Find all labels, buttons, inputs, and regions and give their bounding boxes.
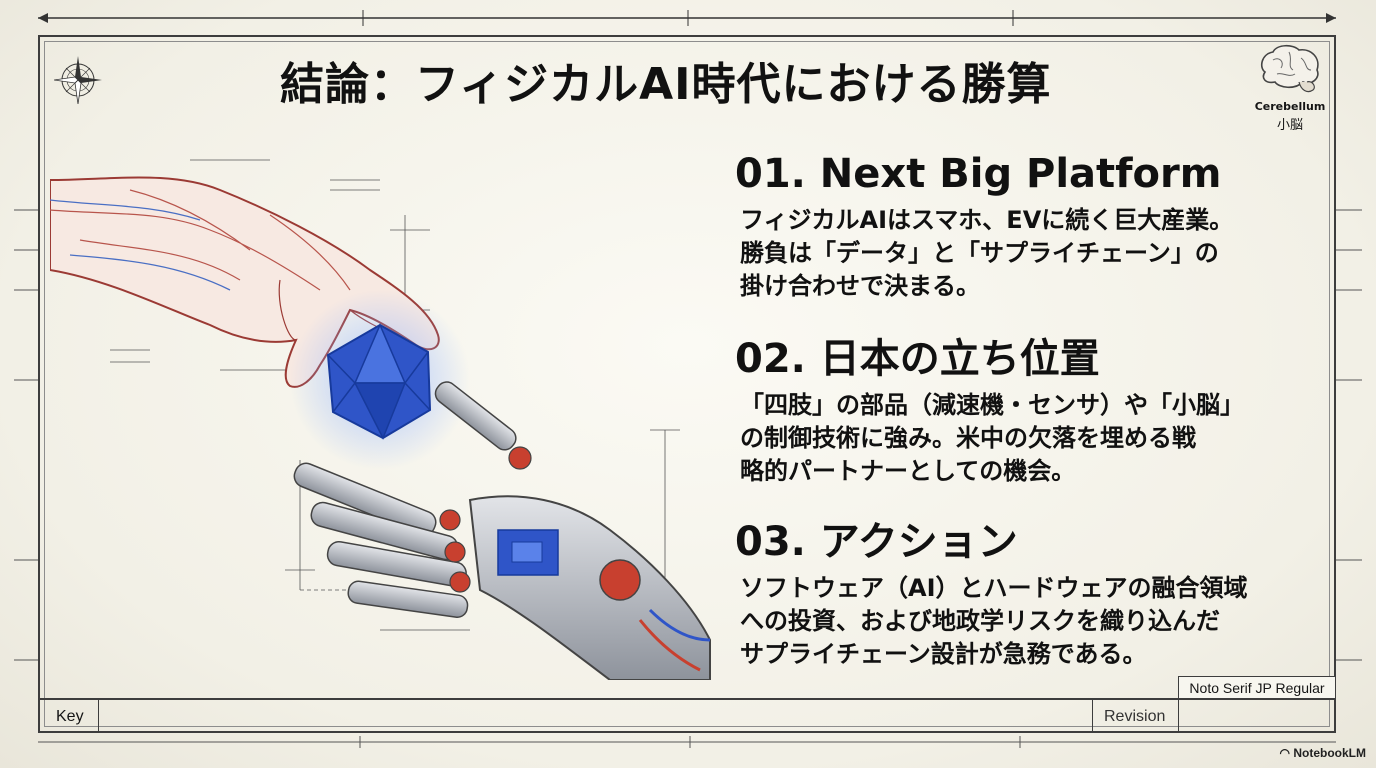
section-heading: 01. Next Big Platform: [735, 151, 1222, 197]
section-japan-position: 02. 日本の立ち位置 「四肢」の部品（減速機・センサ）や「小脳」 の制御技術に…: [735, 335, 1335, 488]
title-block-divider: [1178, 700, 1179, 732]
drawing-frame: [38, 35, 1336, 733]
font-note-box: Noto Serif JP Regular: [1178, 676, 1336, 700]
robot-hand: [293, 381, 711, 680]
brand-label: NotebookLM: [1293, 746, 1366, 760]
title-block: Key Revision: [40, 698, 1336, 732]
compass-rose-icon: [54, 56, 102, 105]
icosahedron-gem-icon: [326, 323, 432, 440]
section-next-big-platform: 01. Next Big Platform フィジカルAIはスマホ、EVに続く巨…: [735, 150, 1335, 303]
notebooklm-brand: ◠ NotebookLM: [1280, 746, 1366, 760]
hands-illustration: [50, 159, 711, 680]
title-block-key: Key: [56, 708, 84, 725]
section-body: ソフトウェア（AI）とハードウェアの融合領域 への投資、および地政学リスクを織り…: [740, 574, 1248, 668]
top-ruler: [38, 10, 1336, 26]
page-title: 結論：フィジカルAI時代における勝算: [280, 59, 1052, 110]
title-block-revision: Revision: [1104, 708, 1166, 725]
title-block-divider: [98, 700, 99, 732]
cerebellum-logo: Cerebellum 小脳: [1250, 42, 1330, 142]
brain-icon: [1260, 44, 1319, 93]
logo-name: Cerebellum: [1254, 100, 1326, 113]
section-heading: 03. アクション: [735, 519, 1018, 565]
logo-subtitle: 小脳: [1276, 118, 1303, 133]
drawing-frame-inner: [44, 41, 1330, 727]
section-body: フィジカルAIはスマホ、EVに続く巨大産業。 勝負は「データ」と「サプライチェー…: [740, 206, 1234, 300]
section-action: 03. アクション ソフトウェア（AI）とハードウェアの融合領域 への投資、およ…: [735, 518, 1335, 671]
title-block-divider: [1092, 700, 1093, 732]
section-body: 「四肢」の部品（減速機・センサ）や「小脳」 の制御技術に強み。米中の欠落を埋める…: [740, 391, 1244, 485]
notebooklm-logo-icon: ◠: [1279, 746, 1294, 760]
section-heading: 02. 日本の立ち位置: [735, 336, 1100, 382]
